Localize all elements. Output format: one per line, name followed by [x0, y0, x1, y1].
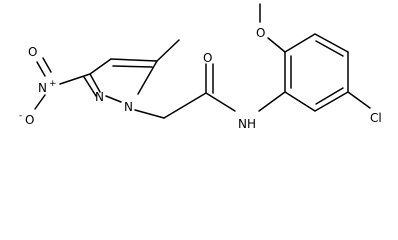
molecule-canvas: N N N + O O - O N H O Cl [19, 3, 382, 131]
atom-labels: N N N + O O - O N H O Cl [19, 26, 382, 131]
bond-ar-c5-c6 [314, 91, 349, 112]
bond-methyl-c5 [156, 39, 180, 62]
bond-carbonyl-amide-n [205, 92, 236, 112]
atom-nitro-plus-charge: + [49, 79, 57, 89]
bond-ar-c2-c3 [284, 33, 316, 53]
atom-nitro-o-top: O [28, 45, 37, 59]
bond-n1-n2 [105, 95, 122, 103]
bond-ar-c5-c6-inner [315, 87, 344, 105]
bond-ar-c3-c4-inner [315, 40, 344, 57]
bond-ar-c3-c4 [314, 33, 349, 53]
bond-n1-ch2 [134, 109, 165, 119]
atom-amide-n: N [238, 117, 247, 131]
bond-ar-c5-cl [347, 91, 371, 109]
bond-ch2-carbonyl [163, 92, 207, 119]
atom-carbonyl-o: O [203, 51, 212, 65]
bond-c3-nitro-n [59, 73, 91, 85]
atom-chloro: Cl [370, 111, 382, 125]
bond-c5-c4 [110, 58, 158, 62]
bond-n2-c3-inner [83, 76, 97, 97]
bond-c5-n1 [137, 60, 158, 95]
bonds [34, 3, 371, 119]
atom-ring-n2: N [95, 90, 104, 104]
atom-nitro-o-minus: O [25, 113, 34, 127]
atom-nitro-o-minus-charge: - [19, 111, 22, 121]
atom-amide-h: H [247, 117, 256, 131]
bond-ar-c6-c1 [284, 91, 316, 112]
bond-amide-n-aryl [258, 91, 286, 112]
atom-nitro-n: N [38, 81, 47, 95]
bond-nitro-n-o-top-double [42, 57, 52, 73]
atom-methoxy-o: O [256, 26, 265, 40]
bond-nitro-n-o-minus [34, 94, 46, 110]
atom-ring-n1: N [124, 100, 133, 114]
bond-nitro-n-o-top [36, 61, 46, 77]
structure-diagram: N N N + O O - O N H O Cl [19, 3, 382, 131]
bond-c5-c4-inner [112, 65, 153, 68]
bond-c3-c4 [89, 58, 112, 75]
bond-ar-c2-methoxy-o [267, 37, 286, 53]
bond-n2-c3 [89, 73, 101, 93]
